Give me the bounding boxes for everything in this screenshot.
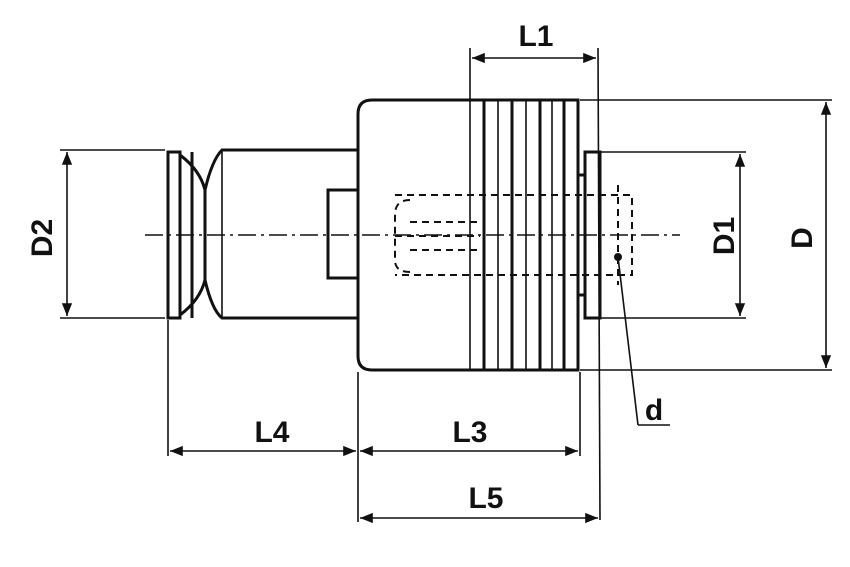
label-L3: L3 (452, 416, 487, 449)
label-L5: L5 (468, 482, 503, 515)
dimension-L5: L5 (360, 482, 598, 524)
dimension-L4-L3: L4 L3 (167, 320, 581, 522)
label-D1: D1 (708, 217, 741, 255)
label-D: D (786, 227, 819, 249)
shank (166, 148, 358, 320)
dimension-D: D (580, 99, 832, 371)
dimension-D2: D2 (26, 149, 165, 319)
dimension-D1: D1 (600, 151, 746, 319)
internal-square-hidden (394, 185, 633, 285)
square-drive (326, 188, 360, 280)
label-L4: L4 (254, 416, 289, 449)
label-L1: L1 (518, 20, 553, 53)
main-body (356, 98, 602, 372)
label-D2: D2 (26, 219, 59, 257)
dimension-d: d (614, 253, 670, 427)
label-d: d (645, 394, 663, 427)
dimension-L1: L1 (469, 20, 601, 521)
